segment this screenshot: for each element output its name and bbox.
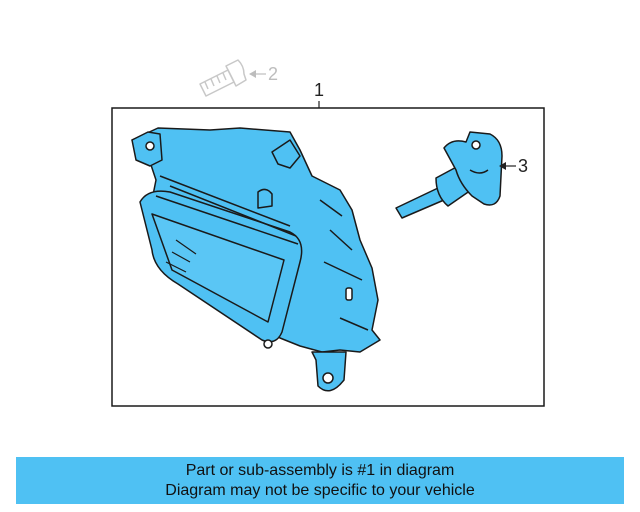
parts-diagram: 2 1 [111,59,545,407]
footer-line-1: Part or sub-assembly is #1 in diagram [185,461,455,479]
callout-3-number: 3 [518,156,528,176]
footer-banner: Part or sub-assembly is #1 in diagram Di… [16,457,624,504]
callout-3: 3 [499,156,528,176]
bolt-icon [199,59,247,97]
callout-1: 1 [314,80,324,108]
callout-2-number: 2 [268,64,278,84]
footer-line-2: Diagram may not be specific to your vehi… [165,481,475,499]
callout-1-number: 1 [314,80,324,100]
fog-lamp-icon [131,127,381,392]
bulb-icon [395,131,503,219]
callout-2: 2 [249,64,278,84]
assembly-frame [111,107,545,407]
